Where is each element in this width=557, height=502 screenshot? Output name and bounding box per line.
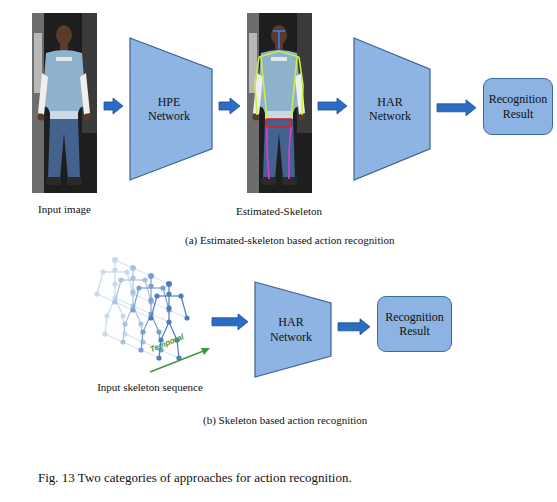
axis-label: Temporal [149,332,185,354]
trapezoid-fill [354,38,430,180]
trapezoid-fill [130,38,212,180]
block-arrow [318,98,347,114]
image-caption: Estimated-Skeleton [199,205,359,217]
network-trapezoid: HAR Network [255,282,331,377]
block-arrow [437,100,476,116]
network-trapezoid: HPE Network [130,38,212,180]
network-trapezoid: HAR Network [354,38,430,180]
result-label: Recognition Result [378,297,451,351]
result-box: Recognition Result [483,78,553,135]
figure-caption: Fig. 13 Two categories of approaches for… [38,470,352,486]
block-arrow [338,319,370,335]
block-arrow [212,314,248,330]
result-box: Recognition Result [377,296,452,352]
skeleton-photo [247,13,312,193]
subfigure-caption: (a) Estimated-skeleton based action reco… [185,234,395,246]
image-node: Input image [32,13,97,193]
skeleton-sequence-art [94,257,210,372]
result-label: Recognition Result [484,79,552,134]
input-photo [32,13,97,193]
subfigure-caption: (b) Skeleton based action recognition [203,414,367,426]
image-caption: Input image [0,203,145,215]
image-node: Input skeleton sequence [95,255,205,373]
block-arrow [219,98,240,114]
network-label: HPE Network [130,38,212,180]
image-node: Estimated-Skeleton [247,13,311,193]
trapezoid-fill [255,282,331,377]
network-label: HAR Network [255,282,331,377]
block-arrow [104,98,123,114]
image-caption: Input skeleton sequence [70,381,230,393]
network-label: HAR Network [354,38,430,180]
